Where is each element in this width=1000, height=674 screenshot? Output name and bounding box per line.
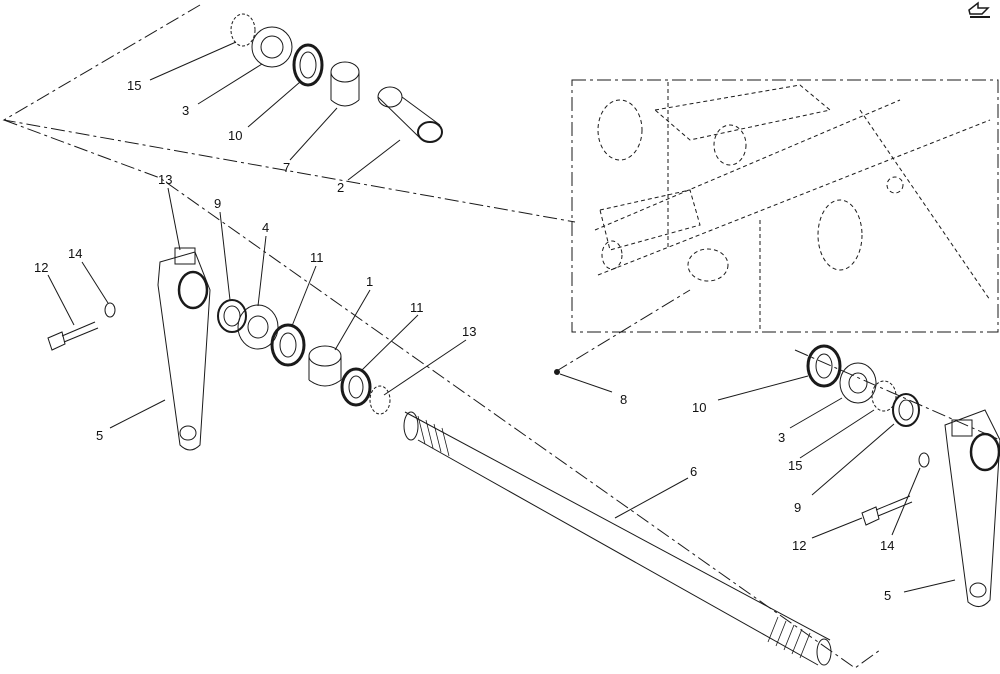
washer-9-right (892, 393, 920, 427)
callout-1: 1 (366, 274, 373, 289)
callout-14-left: 14 (68, 246, 82, 261)
bushing-1 (308, 345, 342, 387)
callout-10-right: 10 (692, 400, 706, 415)
washer-9-left (217, 299, 247, 333)
callout-labels: 15 3 10 7 2 13 9 4 11 1 11 13 12 14 5 6 … (34, 78, 894, 603)
callout-2: 2 (337, 180, 344, 195)
lever-arm-5-right (944, 409, 1000, 607)
bolt-12-left (47, 321, 99, 351)
sleeve-2 (377, 86, 443, 143)
bolt-12-right (861, 495, 913, 526)
bushing-7 (330, 61, 360, 107)
callout-9-right: 9 (794, 500, 801, 515)
washer-15-top (230, 13, 256, 47)
callout-6: 6 (690, 464, 697, 479)
frame-housing-detail (594, 82, 991, 330)
callout-15-right: 15 (788, 458, 802, 473)
washer-3-top (251, 26, 293, 68)
washer-14-left (104, 302, 116, 318)
snap-ring-13-mid (369, 385, 391, 415)
callout-14-right: 14 (880, 538, 894, 553)
callout-3-right: 3 (778, 430, 785, 445)
callout-13-mid: 13 (462, 324, 476, 339)
callout-8: 8 (620, 392, 627, 407)
grease-fitting-8 (554, 369, 560, 375)
callout-13-left: 13 (158, 172, 172, 187)
callout-11-b: 11 (410, 300, 424, 315)
callout-10-top: 10 (228, 128, 242, 143)
seal-10-top (292, 43, 324, 87)
seal-10-right (806, 344, 842, 388)
seal-11-b (340, 367, 372, 407)
detail-inset-frame (571, 79, 999, 333)
callout-3-top: 3 (182, 103, 189, 118)
splined-shaft-6 (403, 411, 832, 666)
snap-ring-15-right (871, 380, 897, 412)
washer-3-right (839, 362, 877, 404)
seal-11-a (270, 323, 306, 367)
callout-5-left: 5 (96, 428, 103, 443)
lever-arm-5-left (157, 247, 211, 451)
callout-11-a: 11 (310, 250, 324, 265)
callout-leader-lines (47, 41, 956, 593)
callout-5-right: 5 (884, 588, 891, 603)
callout-15-top: 15 (127, 78, 141, 93)
washer-14-right (918, 452, 930, 468)
callout-9-left: 9 (214, 196, 221, 211)
return-arrow-icon[interactable] (966, 0, 994, 20)
callout-4: 4 (262, 220, 269, 235)
callout-12-right: 12 (792, 538, 806, 553)
phantom-axis-lines (2, 4, 1000, 669)
callout-12-left: 12 (34, 260, 48, 275)
callout-7-top: 7 (283, 160, 290, 175)
